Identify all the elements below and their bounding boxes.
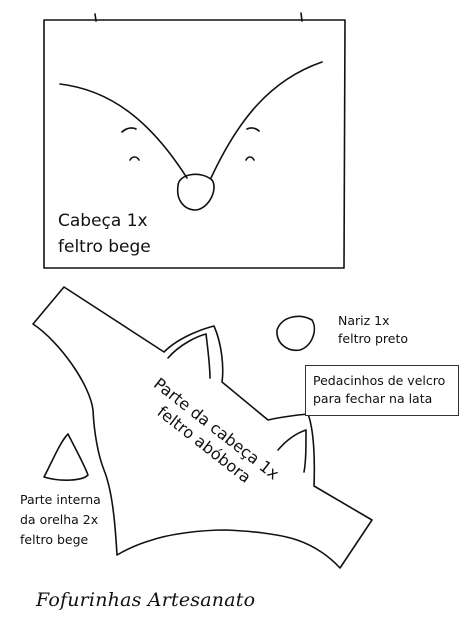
nose-piece	[276, 315, 316, 352]
velcro-note-line1: Pedacinhos de velcro	[313, 373, 446, 388]
right-eyebrow	[246, 127, 260, 132]
head-band-outline	[32, 286, 373, 569]
credit-signature: Fofurinhas Artesanato	[36, 589, 256, 611]
inner-ear-name-label: Parte interna	[20, 492, 101, 507]
left-ear-inner-line	[167, 333, 211, 379]
nose-material-label: feltro preto	[338, 331, 408, 346]
right-ear-inner-line	[277, 429, 307, 473]
head-outline	[43, 19, 346, 269]
velcro-note-line2: para fechar na lata	[313, 391, 433, 406]
nose-on-head	[176, 173, 215, 211]
inner-ear-line2-label: da orelha 2x	[20, 512, 99, 527]
head-piece	[43, 12, 346, 269]
inner-ear-piece	[43, 433, 89, 481]
right-eye	[245, 156, 255, 161]
velcro-note-box: Pedacinhos de velcro para fechar na lata	[305, 365, 459, 416]
face-left-line	[59, 83, 188, 179]
face-right-line	[210, 61, 323, 179]
left-eye	[129, 156, 140, 161]
inner-ear-material-label: feltro bege	[20, 532, 89, 547]
head-top-notch	[94, 12, 303, 22]
head-band-piece	[32, 286, 373, 569]
nose-name-label: Nariz 1x	[338, 313, 390, 328]
left-eyebrow	[121, 127, 137, 133]
head-material-label: feltro bege	[58, 237, 151, 257]
head-name-label: Cabeça 1x	[58, 211, 148, 231]
